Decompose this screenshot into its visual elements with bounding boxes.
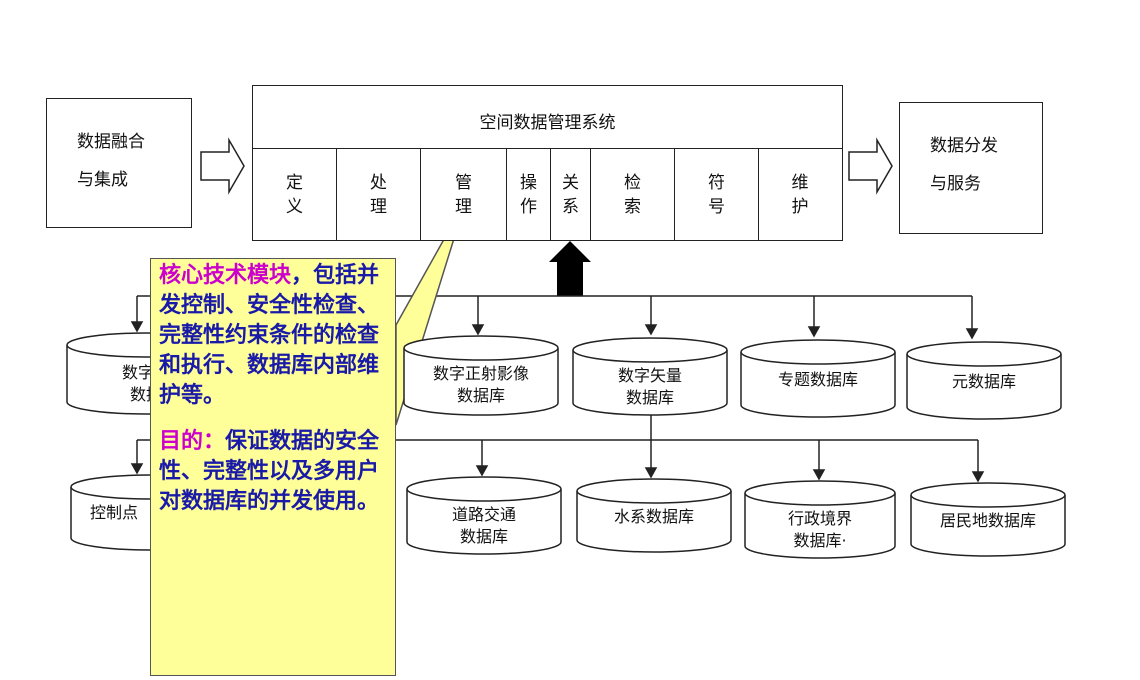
database-admin-boundary: 行政境界数据库·	[744, 480, 896, 560]
function-maintain: 维护	[791, 172, 809, 217]
system-functions: 定义 处理 管理 操作 关系 检索 符号 维护	[253, 148, 842, 240]
function-operate: 操作	[507, 149, 551, 240]
callout-core-paragraph: 核心技术模块，包括并发控制、安全性检查、完整性约束条件的检查和执行、数据库内部维…	[159, 261, 389, 411]
database-hydrology-line1: 水系数据库	[613, 507, 694, 526]
drop-lines-row1	[130, 296, 979, 340]
callout-purpose-paragraph: 目的：保证数据的安全性、完整性以及多用户对数据库的并发使用。	[159, 427, 389, 517]
database-metadata-line1: 元数据库	[951, 372, 1016, 391]
function-manage: 管理	[421, 149, 507, 240]
database-roads-line1: 道路交通	[451, 505, 516, 524]
database-orthophoto: 数字正射影像数据库	[403, 335, 559, 417]
annotation-callout: 核心技术模块，包括并发控制、安全性检查、完整性约束条件的检查和执行、数据库内部维…	[150, 258, 396, 676]
database-vector-line1: 数字矢量	[617, 366, 682, 385]
function-define: 定义	[253, 149, 337, 240]
database-hydrology: 水系数据库	[576, 478, 732, 554]
callout-heading: 核心技术模块	[159, 263, 292, 288]
database-control-points-line1: 控制点	[90, 503, 139, 522]
function-relation: 关系	[551, 149, 591, 240]
callout-purpose-label: 目的：	[159, 429, 226, 454]
input-arrow	[200, 137, 245, 195]
callout-heading-comma: ，	[291, 263, 314, 288]
function-retrieve: 检索	[591, 149, 675, 240]
database-settlement: 居民地数据库	[910, 482, 1066, 558]
database-vector: 数字矢量数据库	[572, 337, 728, 417]
database-admin-boundary-line1: 行政境界	[787, 509, 852, 528]
database-metadata: 元数据库	[906, 341, 1062, 421]
upward-arrow	[549, 241, 591, 296]
function-process: 处理	[337, 149, 421, 240]
database-settlement-line1: 居民地数据库	[939, 511, 1036, 530]
drop-lines-row2	[130, 440, 985, 483]
database-thematic: 专题数据库	[740, 339, 896, 419]
callout-purpose-text: 保证数据的安全性、完整性以及多用户对数据库的并发使用。	[159, 429, 380, 514]
database-thematic-line1: 专题数据库	[777, 370, 858, 389]
data-distribution-line1: 数据分发	[930, 136, 998, 156]
database-roads: 道路交通数据库	[406, 476, 562, 556]
database-orthophoto-line2: 数据库	[456, 386, 505, 405]
database-roads-line2: 数据库	[459, 527, 508, 546]
function-symbol: 符号	[675, 149, 759, 240]
database-vector-line2: 数据库	[625, 388, 674, 407]
data-fusion-line1: 数据融合	[77, 132, 145, 152]
callout-body: 包括并发控制、安全性检查、完整性约束条件的检查和执行、数据库内部维护等。	[159, 263, 380, 408]
database-orthophoto-line1: 数字正射影像	[432, 364, 529, 383]
data-fusion-line2: 与集成	[77, 170, 128, 190]
system-title: 空间数据管理系统	[479, 113, 616, 133]
data-fusion-box: 数据融合 与集成	[46, 98, 192, 228]
data-distribution-line2: 与服务	[930, 174, 981, 194]
spatial-data-management-system: 空间数据管理系统 定义 处理 管理 操作 关系 检索 符号 维护	[252, 85, 843, 241]
data-distribution-box: 数据分发 与服务	[899, 102, 1043, 234]
database-admin-boundary-line2: 数据库·	[793, 531, 847, 550]
output-arrow	[848, 137, 893, 195]
